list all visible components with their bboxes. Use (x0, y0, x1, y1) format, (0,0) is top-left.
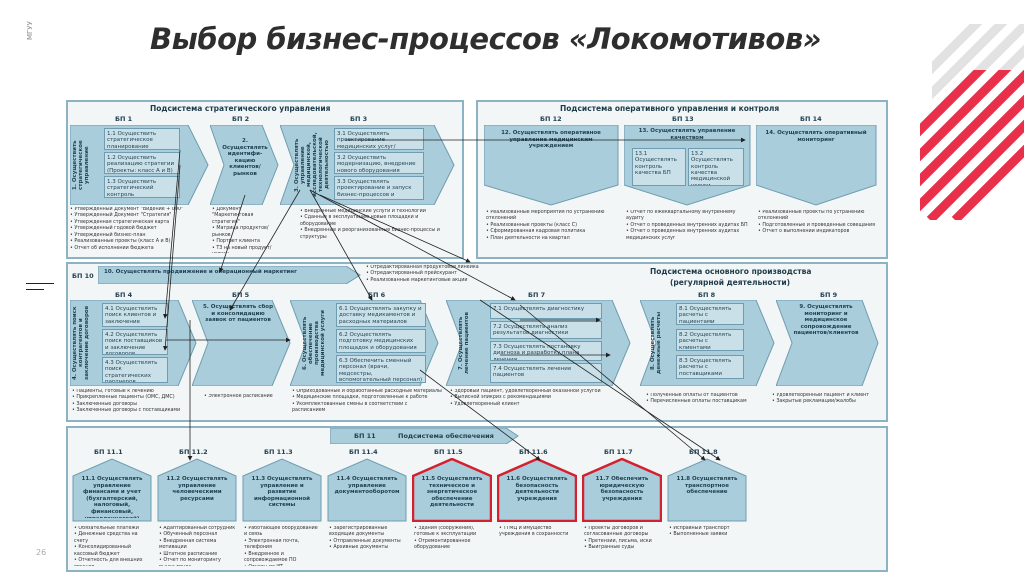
connector-arrows (0, 0, 1024, 574)
